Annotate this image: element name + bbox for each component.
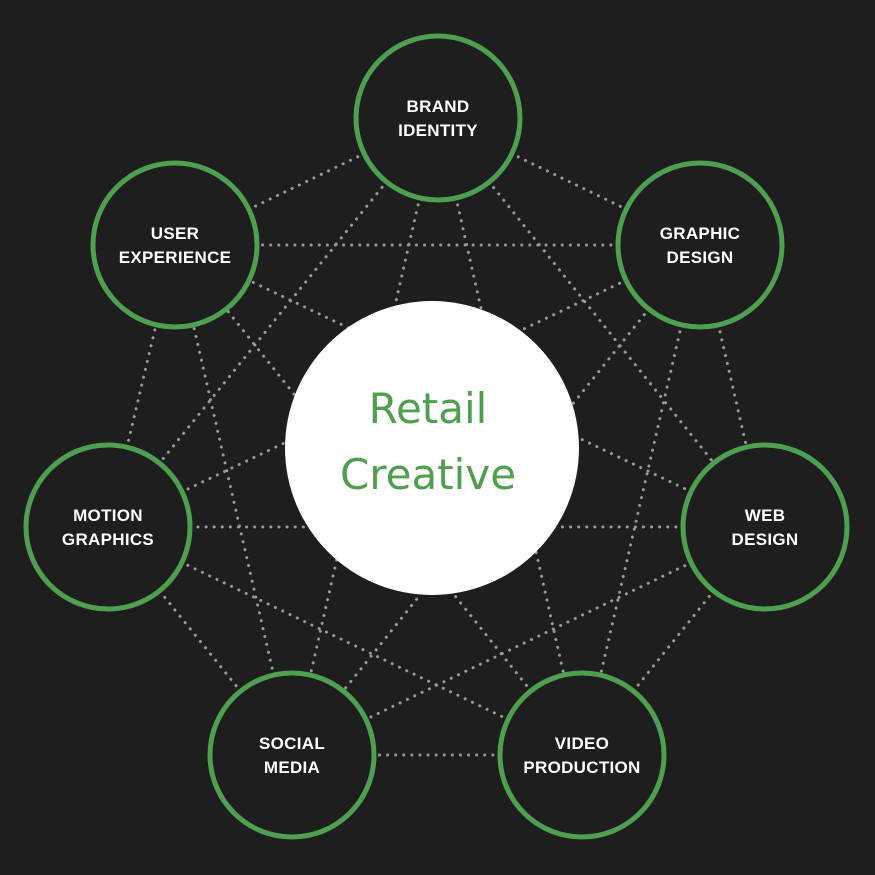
connector-web-design-to-social-media: [290, 525, 767, 757]
node-label-social-media-line-1: SOCIAL: [259, 734, 325, 753]
node-circle-web-design: [680, 442, 850, 612]
node-graphic-design: GRAPHIC DESIGN: [615, 160, 785, 330]
node-label-user-experience-line-1: USER: [151, 224, 199, 243]
node-label-graphic-design-line-1: GRAPHIC: [660, 224, 741, 243]
node-circle-motion-graphics: [23, 442, 193, 612]
connector-graphic-design-to-video-production: [580, 243, 702, 757]
node-circle-social-media: [207, 670, 377, 840]
connector-brand-identity-to-video-production: [436, 116, 584, 757]
node-social-media: SOCIAL MEDIA: [207, 670, 377, 840]
node-circle-video-production: [497, 670, 667, 840]
node-label-brand-identity-line-1: BRAND: [407, 97, 470, 116]
node-label-social-media-line-2: MEDIA: [264, 758, 320, 777]
node-circle-user-experience: [90, 160, 260, 330]
node-circle-graphic-design: [615, 160, 785, 330]
node-motion-graphics: MOTION GRAPHICS: [23, 442, 193, 612]
node-label-video-production-line-1: VIDEO: [555, 734, 609, 753]
node-video-production: VIDEO PRODUCTION: [497, 670, 667, 840]
service-nodes: BRAND IDENTITY GRAPHIC DESIGN WEB DESIGN VIDEO…: [23, 33, 850, 840]
node-brand-identity: BRAND IDENTITY: [353, 33, 523, 203]
node-label-web-design-line-2: DESIGN: [732, 530, 799, 549]
center-title-line-1: Retail: [369, 384, 488, 433]
connector-graphic-design-to-social-media: [290, 243, 702, 757]
center-title-line-2: Creative: [340, 450, 516, 499]
connector-social-media-to-user-experience: [173, 243, 294, 757]
center-hub: Retail Creative: [285, 301, 579, 595]
node-label-user-experience-line-2: EXPERIENCE: [119, 248, 232, 267]
center-circle: [285, 301, 579, 595]
node-label-video-production-line-2: PRODUCTION: [523, 758, 640, 777]
node-user-experience: USER EXPERIENCE: [90, 160, 260, 330]
node-label-motion-graphics-line-2: GRAPHICS: [62, 530, 154, 549]
connector-video-production-to-user-experience: [173, 243, 584, 757]
node-web-design: WEB DESIGN: [680, 442, 850, 612]
node-label-web-design-line-1: WEB: [745, 506, 786, 525]
connector-video-production-to-motion-graphics: [106, 525, 584, 757]
node-label-brand-identity-line-2: IDENTITY: [398, 121, 478, 140]
connector-brand-identity-to-web-design: [436, 116, 767, 529]
node-circle-brand-identity: [353, 33, 523, 203]
connector-brand-identity-to-motion-graphics: [106, 116, 440, 529]
node-label-motion-graphics-line-1: MOTION: [73, 506, 143, 525]
node-label-graphic-design-line-2: DESIGN: [667, 248, 734, 267]
